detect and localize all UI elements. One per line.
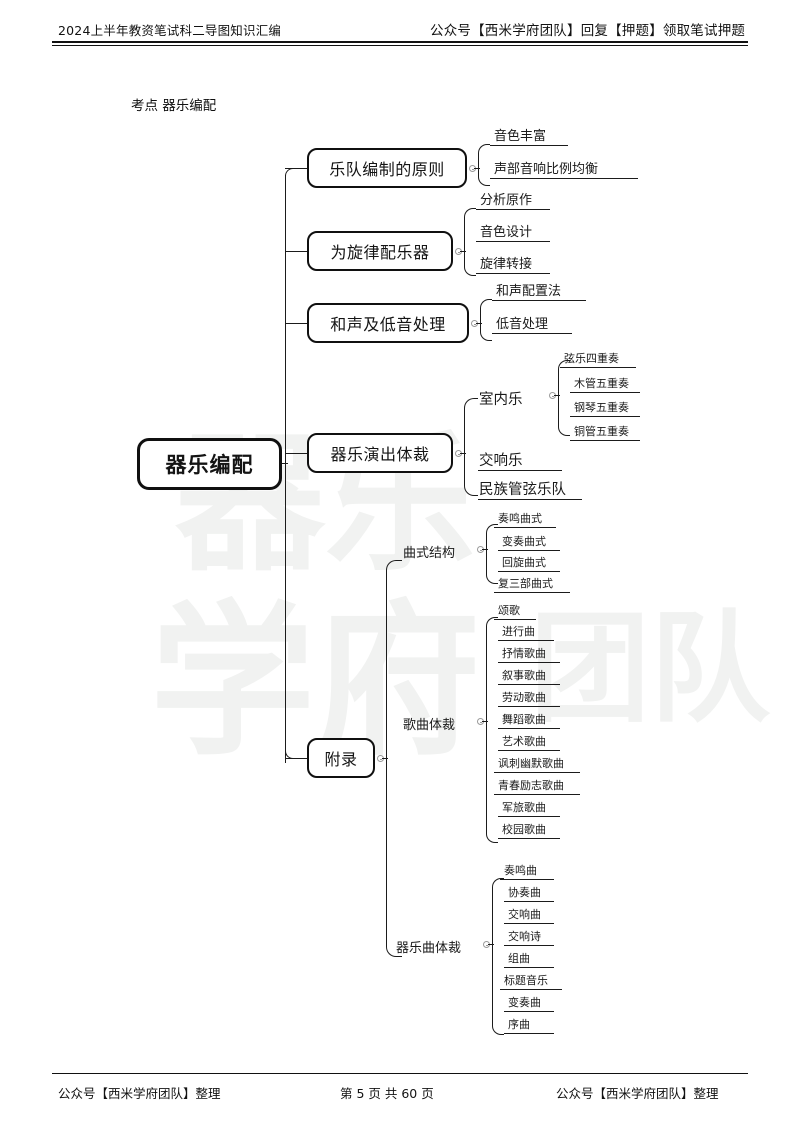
sub-stem-branch-4: [460, 453, 466, 455]
leaf-item[interactable]: 音色设计: [476, 224, 550, 242]
leaf-item[interactable]: 劳动歌曲: [498, 691, 560, 707]
branch-node-4[interactable]: 器乐演出体裁: [307, 433, 453, 473]
leaf-item[interactable]: 奏鸣曲式: [494, 512, 556, 528]
sub-bracket-appendix: [386, 560, 402, 957]
leaf-bracket-branch-2: [464, 208, 476, 276]
leaf-bracket-branch-1: [478, 144, 490, 186]
root-stem-line: [282, 463, 288, 465]
connector-root-to-branch-4: [285, 453, 307, 455]
leaf-item[interactable]: 铜管五重奏: [570, 425, 640, 441]
leaf-item[interactable]: 进行曲: [498, 625, 554, 641]
leaf-item[interactable]: 交响曲: [504, 908, 554, 924]
leaf-stem-chamber: [554, 395, 560, 397]
footer-rule: [52, 1073, 748, 1074]
connector-root-to-branch-2: [285, 251, 307, 253]
sub-bracket-branch-4: [464, 398, 478, 496]
leaf-item[interactable]: 旋律转接: [476, 254, 550, 274]
leaf-stem-songgenre: [482, 721, 488, 723]
sub-branch-label[interactable]: 曲式结构: [403, 546, 456, 561]
leaf-item[interactable]: 颂歌: [494, 604, 536, 620]
connector-root-to-branch-3: [285, 323, 307, 325]
footer-right-text: 公众号【西米学府团队】整理: [556, 1086, 719, 1101]
leaf-item[interactable]: 钢琴五重奏: [570, 401, 640, 417]
leaf-bracket-branch-3: [480, 299, 492, 341]
leaf-item[interactable]: 变奏曲: [504, 996, 554, 1012]
leaf-item[interactable]: 讽刺幽默歌曲: [494, 757, 580, 773]
header-rule-thin: [52, 45, 748, 46]
underline-sub-symphony: [478, 470, 562, 472]
sub-stem-appendix: [382, 758, 388, 760]
branch-node-2[interactable]: 为旋律配乐器: [307, 231, 453, 271]
elbow-branch-5: [285, 751, 295, 759]
sub-branch-label[interactable]: 室内乐: [479, 392, 523, 408]
leaf-item[interactable]: 舞蹈歌曲: [498, 713, 560, 729]
sub-branch-label[interactable]: 民族管弦乐队: [479, 482, 566, 498]
leaf-item[interactable]: 木管五重奏: [570, 377, 640, 393]
leaf-stem-branch-1: [474, 168, 480, 170]
branch-node-5[interactable]: 附录: [307, 738, 375, 778]
footer-left-text: 公众号【西米学府团队】整理: [58, 1086, 221, 1101]
header-rule-thick: [52, 41, 748, 43]
header-title-left: 2024上半年教资笔试科二导图知识汇编: [58, 23, 282, 38]
leaf-item[interactable]: 军旅歌曲: [498, 801, 560, 817]
leaf-item[interactable]: 序曲: [504, 1018, 554, 1034]
leaf-item[interactable]: 复三部曲式: [494, 577, 570, 593]
leaf-item[interactable]: 组曲: [504, 952, 554, 968]
leaf-stem-form: [482, 549, 488, 551]
leaf-bracket-instrumental: [492, 878, 504, 1035]
leaf-bracket-form: [486, 524, 498, 584]
leaf-item[interactable]: 抒情歌曲: [498, 647, 560, 663]
leaf-item[interactable]: 回旋曲式: [498, 556, 560, 572]
leaf-item[interactable]: 声部音响比例均衡: [490, 159, 638, 179]
header-title-right: 公众号【西米学府团队】回复【押题】领取笔试押题: [430, 23, 746, 39]
leaf-item[interactable]: 校园歌曲: [498, 823, 560, 839]
mindmap-root-node[interactable]: 器乐编配: [137, 438, 282, 490]
footer-page-number: 第 5 页 共 60 页: [340, 1086, 434, 1101]
leaf-item[interactable]: 协奏曲: [504, 886, 554, 902]
leaf-bracket-songgenre: [486, 617, 498, 843]
leaf-stem-branch-3: [476, 323, 482, 325]
page-title: 考点 器乐编配: [131, 98, 217, 114]
leaf-item[interactable]: 奏鸣曲: [500, 864, 554, 880]
branch-node-3[interactable]: 和声及低音处理: [307, 303, 469, 343]
connector-root-to-branch-1: [285, 168, 307, 170]
leaf-bracket-chamber: [558, 360, 570, 436]
leaf-item[interactable]: 弦乐四重奏: [560, 352, 636, 368]
leaf-item[interactable]: 艺术歌曲: [498, 735, 560, 751]
sub-branch-label[interactable]: 交响乐: [479, 453, 523, 469]
leaf-item[interactable]: 交响诗: [504, 930, 554, 946]
leaf-item[interactable]: 低音处理: [492, 314, 572, 334]
connector-root-to-branch-5: [285, 758, 307, 760]
leaf-item[interactable]: 叙事歌曲: [498, 669, 560, 685]
root-trunk-line: [285, 175, 287, 763]
leaf-item[interactable]: 青春励志歌曲: [494, 779, 580, 795]
elbow-branch-1: [285, 168, 295, 176]
leaf-item[interactable]: 变奏曲式: [498, 535, 560, 551]
sub-branch-label[interactable]: 歌曲体裁: [403, 718, 456, 733]
leaf-item[interactable]: 音色丰富: [490, 128, 568, 146]
leaf-stem-instrumental: [488, 944, 494, 946]
sub-branch-label[interactable]: 器乐曲体裁: [396, 941, 462, 956]
branch-node-1[interactable]: 乐队编制的原则: [307, 148, 467, 188]
leaf-stem-branch-2: [460, 251, 466, 253]
underline-sub-folk-orchestra: [478, 499, 582, 501]
leaf-item[interactable]: 标题音乐: [500, 974, 562, 990]
leaf-item[interactable]: 分析原作: [476, 192, 550, 210]
leaf-item[interactable]: 和声配置法: [492, 283, 586, 301]
